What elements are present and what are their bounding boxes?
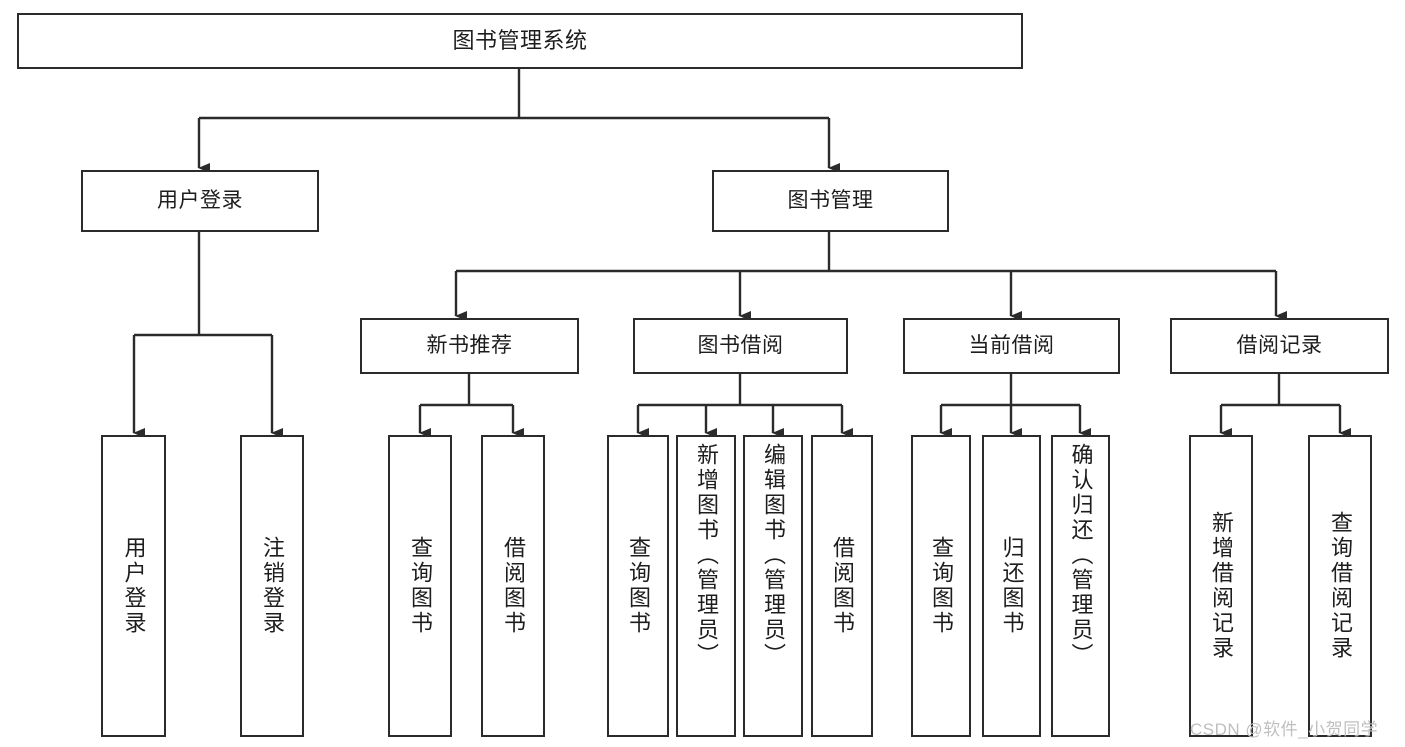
- leaf-return-book[interactable]: 归还图书: [982, 435, 1041, 737]
- leaf-add-borrow-rec[interactable]: 新增借阅记录: [1189, 435, 1253, 737]
- leaf-edit-book-label: 编辑图书（管理员）: [761, 443, 786, 668]
- leaf-query-book-cur-label: 查询图书: [929, 536, 954, 636]
- node-book-borrow[interactable]: 图书借阅: [633, 318, 848, 374]
- leaf-logout-login[interactable]: 注销登录: [240, 435, 304, 737]
- leaf-borrow-book-brw[interactable]: 借阅图书: [811, 435, 873, 737]
- leaf-query-book-rec[interactable]: 查询图书: [388, 435, 452, 737]
- leaf-query-borrow-rec-label: 查询借阅记录: [1328, 511, 1353, 661]
- csdn-watermark: CSDN @软件_小贺同学: [1190, 720, 1379, 739]
- node-current-borrow-label: 当前借阅: [968, 333, 1055, 357]
- node-new-book-recommend[interactable]: 新书推荐: [360, 318, 579, 374]
- leaf-user-login[interactable]: 用户登录: [101, 435, 166, 737]
- leaf-return-book-label: 归还图书: [999, 536, 1025, 636]
- leaf-borrow-book-brw-label: 借阅图书: [830, 536, 855, 636]
- leaf-add-book-label: 新增图书（管理员）: [694, 443, 719, 668]
- node-root-label: 图书管理系统: [452, 28, 588, 54]
- node-borrow-record[interactable]: 借阅记录: [1170, 318, 1389, 374]
- leaf-add-book[interactable]: 新增图书（管理员）: [676, 435, 736, 737]
- node-book-management[interactable]: 图书管理: [712, 170, 949, 232]
- node-book-borrow-label: 图书借阅: [697, 333, 784, 357]
- node-borrow-record-label: 借阅记录: [1236, 333, 1323, 357]
- leaf-query-book-cur[interactable]: 查询图书: [911, 435, 971, 737]
- node-user-login-label: 用户登录: [157, 188, 243, 212]
- leaf-query-book-brw[interactable]: 查询图书: [607, 435, 669, 737]
- leaf-confirm-return-label: 确认归还（管理员）: [1068, 443, 1094, 668]
- leaf-edit-book[interactable]: 编辑图书（管理员）: [743, 435, 803, 737]
- node-user-login[interactable]: 用户登录: [81, 170, 319, 232]
- node-root[interactable]: 图书管理系统: [17, 13, 1023, 69]
- node-current-borrow[interactable]: 当前借阅: [903, 318, 1120, 374]
- leaf-user-login-label: 用户登录: [121, 536, 147, 636]
- leaf-query-book-brw-label: 查询图书: [626, 536, 651, 636]
- leaf-borrow-book-rec[interactable]: 借阅图书: [481, 435, 545, 737]
- leaf-logout-login-label: 注销登录: [260, 536, 285, 636]
- leaf-confirm-return[interactable]: 确认归还（管理员）: [1051, 435, 1110, 737]
- leaf-query-borrow-rec[interactable]: 查询借阅记录: [1308, 435, 1372, 737]
- leaf-add-borrow-rec-label: 新增借阅记录: [1209, 511, 1234, 661]
- leaf-query-book-rec-label: 查询图书: [408, 536, 433, 636]
- node-book-management-label: 图书管理: [787, 188, 874, 212]
- leaf-borrow-book-rec-label: 借阅图书: [501, 536, 526, 636]
- node-new-book-recommend-label: 新书推荐: [426, 333, 513, 357]
